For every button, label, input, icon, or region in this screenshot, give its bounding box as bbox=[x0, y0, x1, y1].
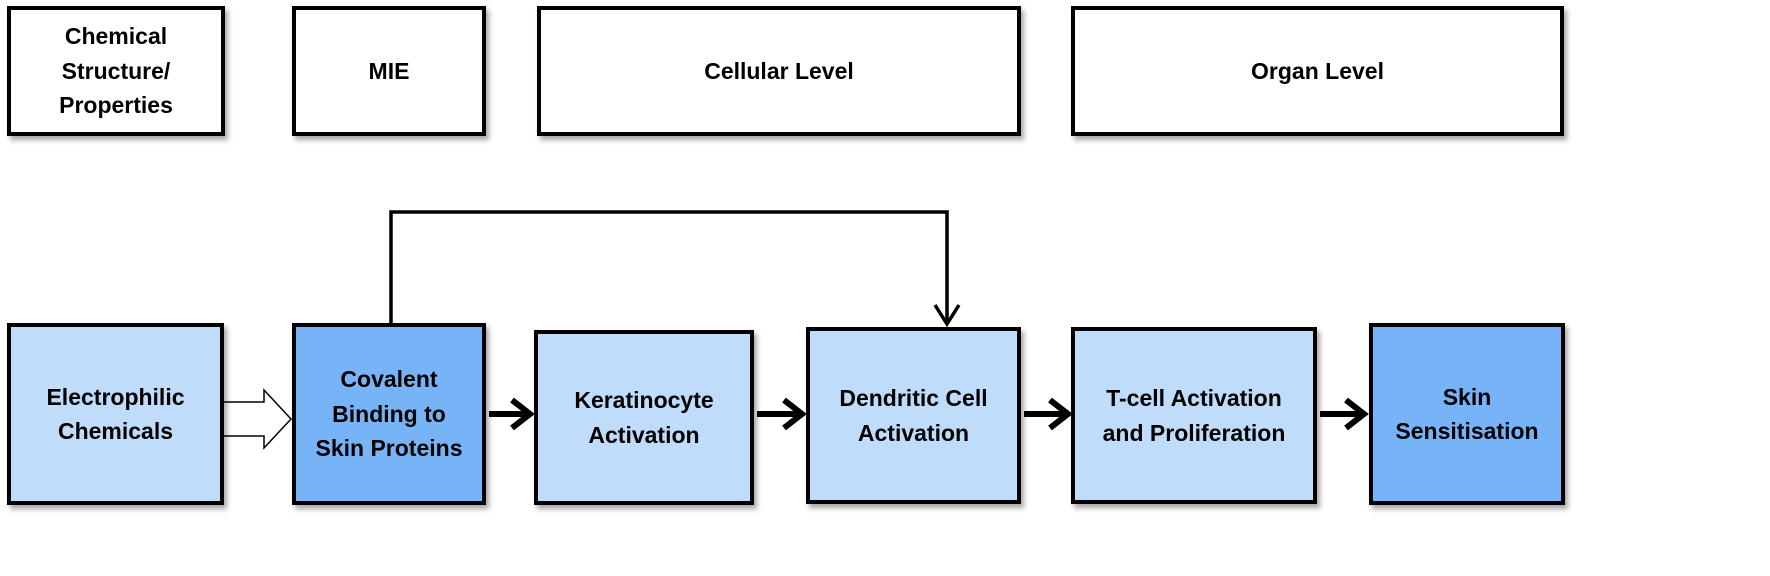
header-organ-level-label: Organ Level bbox=[1251, 57, 1384, 84]
header-chemical-structure: Chemical Structure/ Properties bbox=[7, 6, 225, 136]
arrow-covalent-to-keratinocyte bbox=[489, 397, 535, 431]
arrow-keratinocyte-to-dendritic bbox=[757, 397, 807, 431]
arrow-covalent-to-dendritic-bypass bbox=[389, 210, 961, 328]
step-tcell-activation: T-cell Activation and Proliferation bbox=[1071, 327, 1317, 504]
hollow-arrow bbox=[221, 388, 293, 450]
step-dendritic-cell-activation-label: Dendritic Cell Activation bbox=[839, 385, 988, 446]
header-cellular-level-label: Cellular Level bbox=[704, 57, 854, 84]
step-electrophilic-chemicals: Electrophilic Chemicals bbox=[7, 323, 224, 505]
step-covalent-binding-label: Covalent Binding to Skin Proteins bbox=[315, 366, 463, 462]
arrow-tcell-to-skin bbox=[1320, 397, 1369, 431]
step-dendritic-cell-activation: Dendritic Cell Activation bbox=[806, 327, 1021, 504]
header-cellular-level: Cellular Level bbox=[537, 6, 1021, 136]
step-skin-sensitisation: Skin Sensitisation bbox=[1369, 323, 1565, 505]
step-covalent-binding: Covalent Binding to Skin Proteins bbox=[292, 323, 486, 505]
header-chemical-structure-label: Chemical Structure/ Properties bbox=[59, 23, 173, 119]
step-skin-sensitisation-label: Skin Sensitisation bbox=[1395, 383, 1539, 445]
arrow-dendritic-to-tcell bbox=[1024, 397, 1073, 431]
step-keratinocyte-activation: Keratinocyte Activation bbox=[534, 330, 754, 505]
step-tcell-activation-label: T-cell Activation and Proliferation bbox=[1102, 385, 1286, 446]
header-mie: MIE bbox=[292, 6, 486, 136]
header-organ-level: Organ Level bbox=[1071, 6, 1564, 136]
step-keratinocyte-activation-label: Keratinocyte Activation bbox=[574, 387, 714, 448]
step-electrophilic-chemicals-label: Electrophilic Chemicals bbox=[46, 383, 185, 445]
header-mie-label: MIE bbox=[368, 57, 410, 84]
